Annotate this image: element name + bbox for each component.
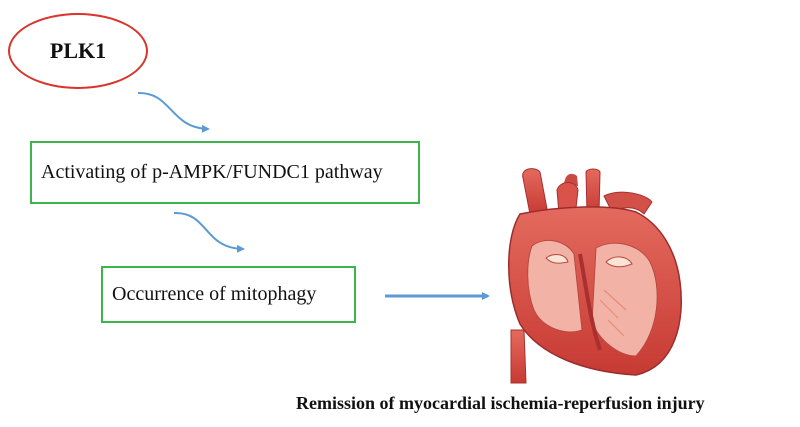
mitophagy-box: Occurrence of mitophagy	[101, 266, 356, 323]
arrow-plk1-to-pathway	[137, 91, 210, 133]
arrow-pathway-to-mitophagy	[173, 211, 245, 253]
outcome-caption: Remission of myocardial ischemia-reperfu…	[296, 393, 705, 413]
plk1-label: PLK1	[49, 38, 107, 63]
pathway-label: Activating of p-AMPK/FUNDC1 pathway	[41, 161, 383, 183]
heart-illustration	[508, 168, 683, 384]
pathway-box: Activating of p-AMPK/FUNDC1 pathway	[30, 141, 420, 204]
mitophagy-label: Occurrence of mitophagy	[112, 283, 317, 305]
plk1-node: PLK1	[8, 13, 148, 89]
